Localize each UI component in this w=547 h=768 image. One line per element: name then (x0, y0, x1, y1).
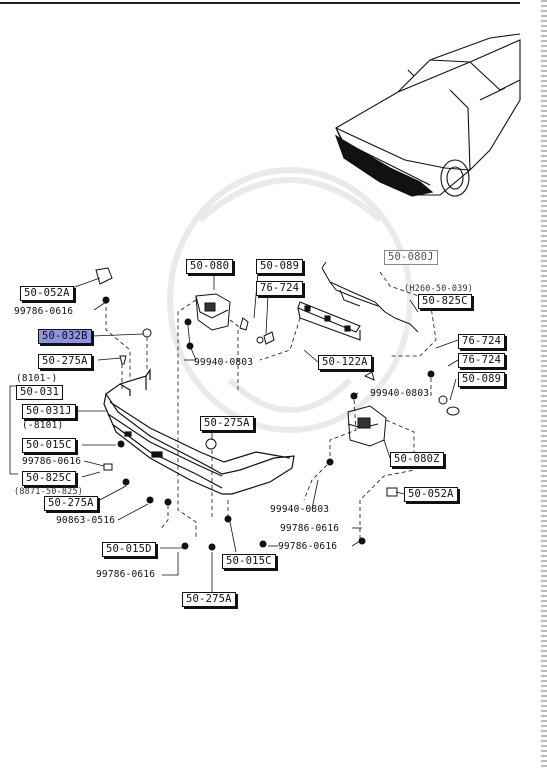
part-note-8871: (8871-50-825) (14, 487, 84, 497)
reinforcement-bar (297, 301, 361, 341)
part-label-99786-0616-left[interactable]: 99786-0616 (22, 456, 82, 467)
part-label-50-825C-right[interactable]: 50-825C (418, 294, 472, 309)
part-label-50-015D[interactable]: 50-015D (102, 542, 156, 557)
part-label-50-089-right[interactable]: 50-089 (458, 372, 506, 387)
part-label-50-275A-left[interactable]: 50-275A (44, 496, 98, 511)
left-bracket (195, 293, 249, 331)
part-label-50-275A-mid[interactable]: 50-275A (200, 416, 254, 431)
dashed-leaders (105, 271, 437, 540)
part-label-99786-0616-center[interactable]: 99786-0616 (278, 541, 338, 552)
part-label-50-015C-bottom[interactable]: 50-015C (222, 554, 276, 569)
part-label-99940-0803-right[interactable]: 99940-0803 (370, 388, 430, 399)
part-label-50-089-top[interactable]: 50-089 (256, 259, 304, 274)
solid-leaders (9, 271, 459, 592)
part-note-8101-plus: (8101-) (16, 373, 58, 384)
part-label-50-080Z[interactable]: 50-080Z (390, 452, 444, 467)
scan-edge (541, 0, 547, 768)
part-label-50-122A[interactable]: 50-122A (318, 355, 372, 370)
part-label-50-052A-left[interactable]: 50-052A (20, 286, 74, 301)
part-label-50-080[interactable]: 50-080 (186, 259, 234, 274)
part-label-99786-0616-top[interactable]: 99786-0616 (14, 306, 74, 317)
part-note-h260: (H260-50-039) (404, 284, 474, 294)
part-label-50-031[interactable]: 50-031 (16, 385, 64, 400)
part-label-99940-0803-bottom[interactable]: 99940-0803 (270, 504, 330, 515)
part-label-90863-0516[interactable]: 90863-0516 (56, 515, 116, 526)
part-label-50-080J[interactable]: 50-080J (384, 250, 438, 265)
part-label-76-724-r2[interactable]: 76-724 (458, 353, 506, 368)
part-label-99786-0616-right[interactable]: 99786-0616 (280, 523, 340, 534)
part-label-50-015C-left[interactable]: 50-015C (22, 438, 76, 453)
part-label-50-031J[interactable]: 50-031J (22, 404, 76, 419)
part-label-99786-0616-bottom[interactable]: 99786-0616 (96, 569, 156, 580)
part-label-99940-0803-left[interactable]: 99940-0803 (194, 357, 254, 368)
part-label-76-724-r1[interactable]: 76-724 (458, 334, 506, 349)
part-note-8101-minus: (-8101) (22, 420, 64, 431)
part-label-50-032B-selected[interactable]: 50-032B (38, 329, 92, 344)
part-label-76-724-top[interactable]: 76-724 (256, 281, 304, 296)
car-illustration (334, 33, 521, 197)
part-label-50-825C-left[interactable]: 50-825C (22, 471, 76, 486)
part-label-50-275A-bottom[interactable]: 50-275A (182, 592, 236, 607)
energy-absorber (321, 261, 419, 333)
part-label-50-052A-right[interactable]: 50-052A (404, 487, 458, 502)
top-border (0, 2, 520, 4)
part-label-50-275A-top[interactable]: 50-275A (38, 354, 92, 369)
